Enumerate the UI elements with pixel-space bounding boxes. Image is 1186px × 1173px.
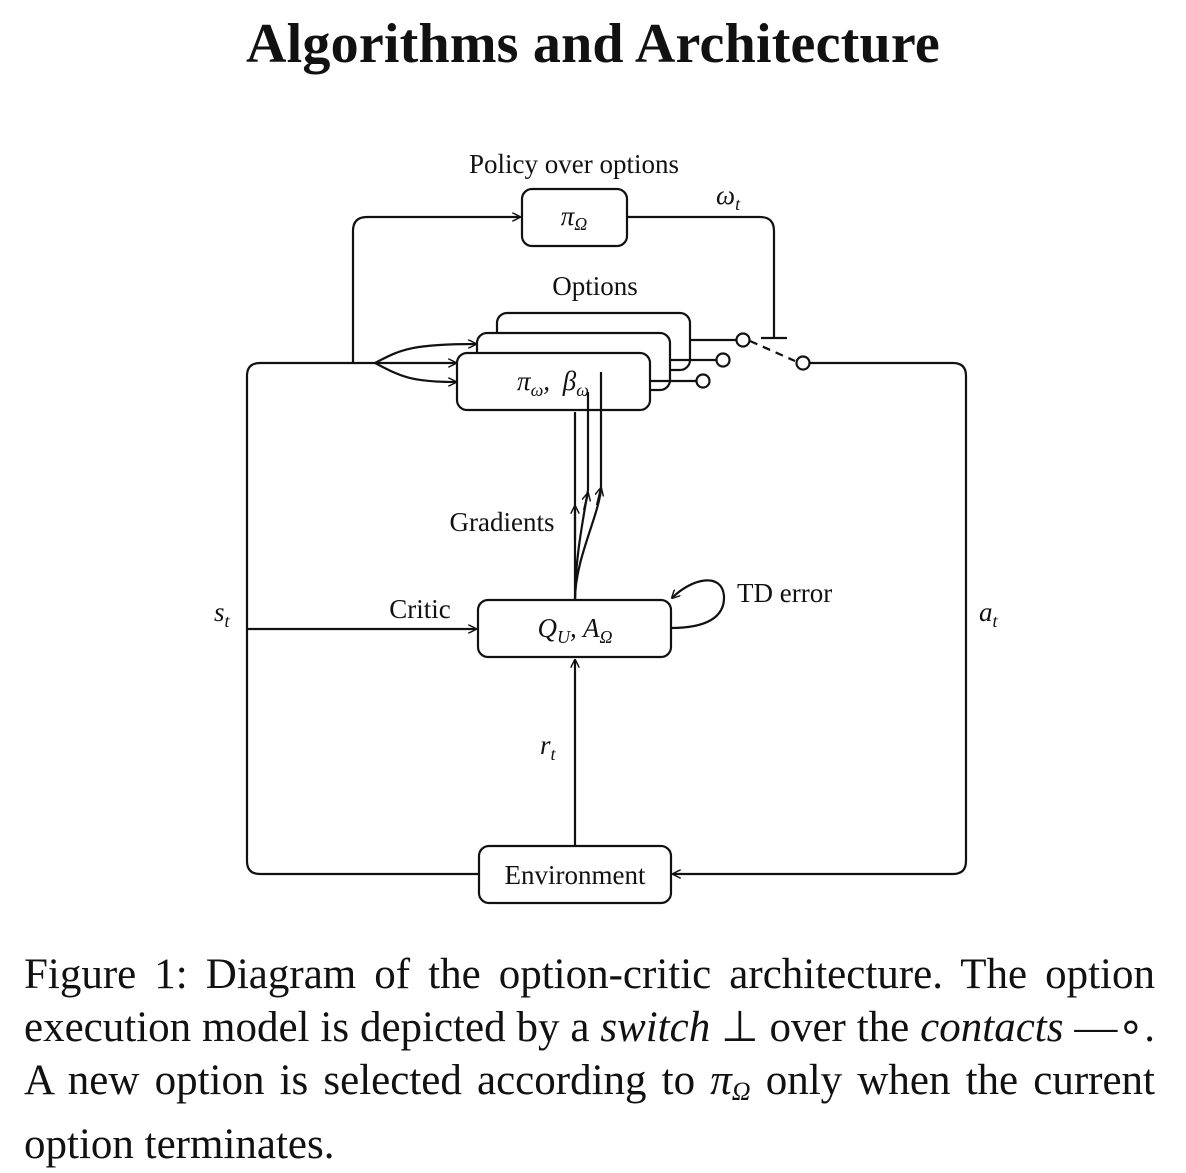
- caption-text-1: Figure 1: Diagram of the option-critic a…: [24, 951, 1155, 1051]
- critic-label: Critic: [389, 594, 451, 624]
- figure-caption: Figure 1: Diagram of the option-critic a…: [24, 948, 1155, 1171]
- omega-t-label: ωt: [716, 180, 741, 214]
- state-label: st: [214, 597, 231, 631]
- gradients-label: Gradients: [450, 507, 555, 537]
- gradient-line-2: [573, 392, 590, 601]
- action-label: at: [979, 597, 999, 631]
- caption-pi-symbol: π: [710, 1057, 732, 1104]
- caption-switch-word: switch: [600, 1004, 711, 1051]
- fan-arrow-bottom: [374, 362, 456, 382]
- switch-contact-circle: [795, 355, 811, 371]
- switch-lever: [749, 339, 796, 363]
- fan-arrow-top: [374, 344, 476, 364]
- contact-circle-mid: [715, 352, 731, 368]
- state-line: [245, 361, 479, 876]
- environment-label: Environment: [505, 860, 646, 890]
- caption-text-2: over the: [758, 1004, 921, 1051]
- contact-circle-bottom: [695, 373, 711, 389]
- reward-label: rt: [540, 730, 557, 764]
- options-label: Options: [552, 271, 638, 301]
- omega-line: [627, 215, 776, 338]
- caption-text-4: only when the current option terminates.: [24, 1057, 1156, 1168]
- caption-text-3: . A new option is selected according to: [24, 1004, 1156, 1104]
- option-critic-diagram: Policy over options πΩ ωt Options πω, βω…: [214, 149, 999, 905]
- policy-label: Policy over options: [469, 149, 679, 179]
- action-line: [673, 361, 968, 874]
- gradient-arrow-3: [597, 488, 601, 506]
- policy-symbol: πΩ: [561, 201, 588, 234]
- gradient-arrow-2: [584, 493, 588, 511]
- option-policy-label: πω, βω: [517, 366, 589, 400]
- td-error-loop: [671, 579, 726, 630]
- caption-switch-symbol: ⊥: [721, 1004, 759, 1051]
- page-title: Algorithms and Architecture: [246, 13, 940, 75]
- caption-pi-sub: Ω: [731, 1077, 751, 1106]
- state-to-policy-line: [351, 217, 520, 363]
- td-error-label: TD error: [737, 578, 832, 608]
- critic-values-label: QU, AΩ: [537, 613, 612, 647]
- caption-contacts-word: contacts: [920, 1004, 1064, 1051]
- contact-circle-top: [735, 332, 751, 348]
- caption-contacts-symbol: —∘: [1074, 1004, 1145, 1051]
